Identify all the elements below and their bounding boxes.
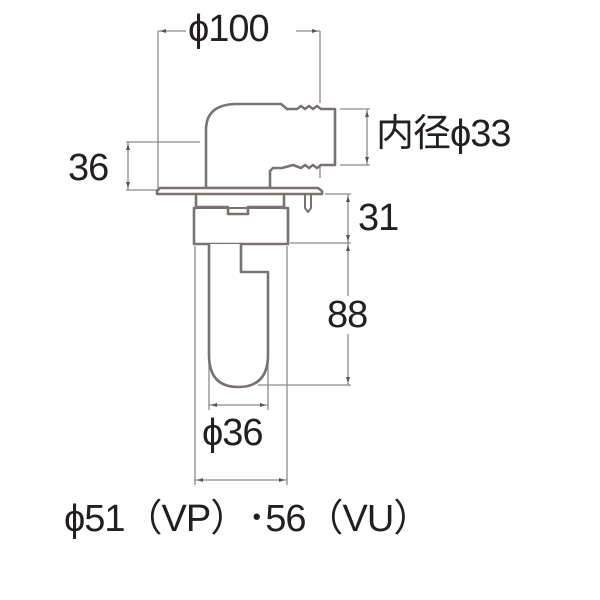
- socket-body: [192, 192, 290, 246]
- mounting-pin: [304, 194, 312, 213]
- arrow-icon: [312, 29, 318, 33]
- arrow-icon: [346, 196, 350, 202]
- arrow-icon: [279, 478, 285, 482]
- arrow-icon: [126, 182, 130, 188]
- arrow-icon: [160, 29, 166, 33]
- arrow-icon: [346, 245, 350, 251]
- arrow-icon: [126, 144, 130, 150]
- dimension-lines: [126, 29, 370, 485]
- part-outline: [155, 102, 337, 389]
- arrow-icon: [346, 235, 350, 241]
- trap-length-label: 88: [325, 294, 370, 336]
- flange-plate: [155, 186, 324, 196]
- elbow-body: [204, 102, 337, 190]
- pipe-compat-label: ϕ51（VP）･56（VU）: [64, 498, 431, 540]
- arrow-icon: [211, 403, 217, 407]
- trap-diameter-label: ϕ36: [202, 412, 264, 454]
- trap-tube: [207, 242, 270, 389]
- elbow-height-label: 36: [68, 147, 109, 189]
- arrow-icon: [346, 377, 350, 383]
- arrow-icon: [197, 478, 203, 482]
- flange-diameter-label: ϕ100: [186, 8, 271, 50]
- arrow-icon: [365, 111, 369, 117]
- body-height-label: 31: [358, 197, 399, 239]
- arrow-icon: [365, 157, 369, 163]
- arrow-icon: [260, 403, 266, 407]
- inner-diameter-label: 内径ϕ33: [374, 113, 513, 155]
